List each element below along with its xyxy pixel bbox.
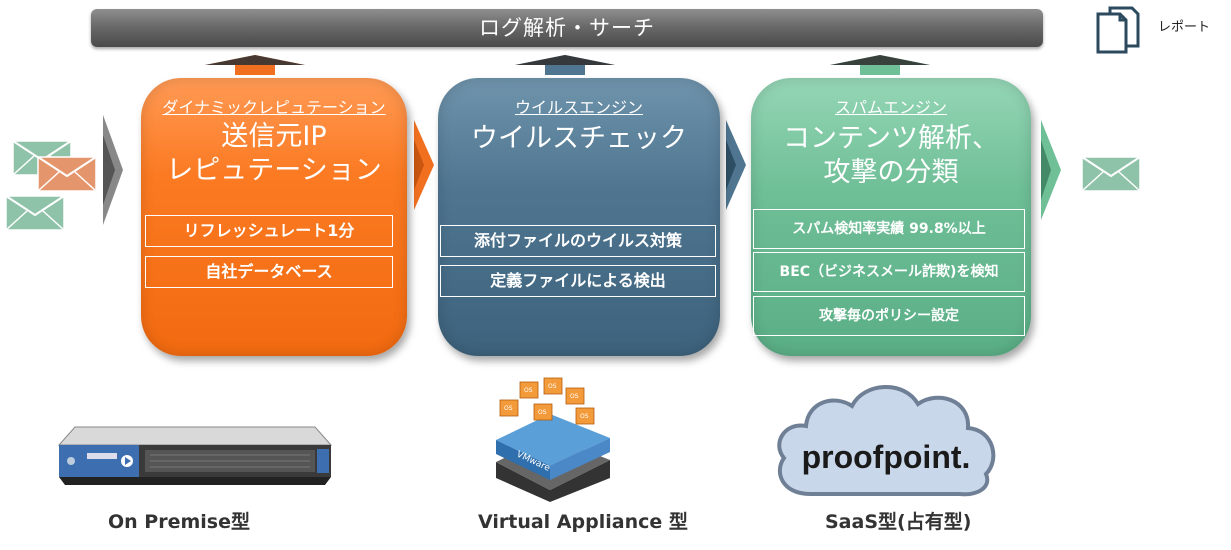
panel-heading: レピュテーション <box>166 155 382 186</box>
panel-heading: ウイルスチェック <box>471 123 687 154</box>
up-arrow-icon <box>205 55 305 75</box>
virus-engine-panel: ウイルスエンジン ウイルスチェック 添付ファイルのウイルス対策 定義ファイルによ… <box>438 78 720 356</box>
deployment-caption: On Premise型 <box>108 511 250 533</box>
panel-heading: 攻撃の分類 <box>823 157 959 188</box>
proofpoint-logo: proofpoint. <box>802 439 971 475</box>
feature-label: 自社データベース <box>145 256 393 288</box>
feature-label: 添付ファイルのウイルス対策 <box>440 225 716 257</box>
log-analysis-search-bar: ログ解析・サーチ <box>91 9 1043 47</box>
vm-label: OS <box>548 383 557 390</box>
server-appliance-icon <box>57 426 333 485</box>
up-arrow-icon <box>830 55 930 75</box>
right-arrow-icon <box>1041 120 1061 220</box>
panel-title: ウイルスエンジン <box>514 98 643 117</box>
report-label: レポート <box>1158 20 1211 35</box>
vm-label: OS <box>570 393 579 400</box>
feature-label: 攻撃毎のポリシー設定 <box>753 296 1025 336</box>
panel-heading: コンテンツ解析、 <box>783 123 999 154</box>
feature-label: 定義ファイルによる検出 <box>440 265 716 297</box>
vm-label: OS <box>524 387 533 394</box>
deployment-caption: SaaS型(占有型) <box>825 511 972 533</box>
right-arrow-icon <box>414 120 434 210</box>
deployment-caption: Virtual Appliance 型 <box>478 511 688 533</box>
mail-icon <box>1081 156 1141 192</box>
feature-label: スパム検知率実績 99.8%以上 <box>753 209 1025 249</box>
cloud-icon: proofpoint. <box>777 385 996 497</box>
mail-icon <box>37 156 97 192</box>
vmware-stack-icon: VMware OS OS OS OS OS OS <box>496 377 610 502</box>
vm-label: OS <box>504 405 513 412</box>
vm-label: OS <box>580 413 589 420</box>
panel-title: ダイナミックレピュテーション <box>162 98 386 117</box>
vm-label: OS <box>538 409 547 416</box>
panel-title: スパムエンジン <box>834 98 947 117</box>
right-arrow-icon <box>726 120 746 210</box>
right-arrow-icon <box>103 115 123 225</box>
mail-icon <box>5 195 65 231</box>
spam-engine-panel: スパムエンジン コンテンツ解析、 攻撃の分類 スパム検知率実績 99.8%以上 … <box>751 78 1031 356</box>
up-arrow-icon <box>515 55 615 75</box>
feature-label: BEC（ビジネスメール詐欺)を検知 <box>753 252 1025 292</box>
document-stack-icon <box>1096 6 1140 54</box>
feature-label: リフレッシュレート1分 <box>145 215 393 247</box>
reputation-panel: ダイナミックレピュテーション 送信元IP レピュテーション リフレッシュレート1… <box>141 78 407 356</box>
panel-heading: 送信元IP <box>221 121 327 152</box>
